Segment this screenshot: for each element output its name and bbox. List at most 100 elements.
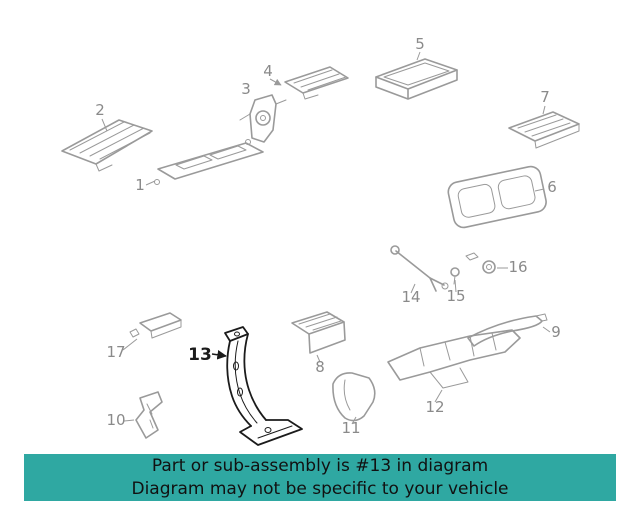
part-2-slats: [69, 121, 151, 160]
leader-5: [416, 51, 421, 61]
part-13-hole-2: [237, 387, 243, 397]
leader-1: [145, 180, 156, 186]
part-13-hole-3: [264, 427, 272, 433]
part-10-drawing: [135, 391, 163, 439]
part-7-drawing: [508, 111, 580, 149]
leader-9: [542, 326, 551, 333]
callout-12: 12: [425, 398, 444, 416]
part-14-rod: [395, 250, 431, 279]
part-12-drawing: [387, 329, 521, 389]
part-3-actuator: [255, 110, 271, 126]
part-8-drawing: [291, 311, 346, 354]
part-11-drawing: [332, 372, 376, 422]
part-15-head: [450, 267, 460, 277]
part-4-drawing: [284, 66, 349, 100]
callout-11: 11: [341, 419, 360, 437]
part-17-outline: [139, 312, 182, 332]
callout-15: 15: [446, 287, 465, 305]
part-4-outline: [284, 66, 349, 94]
part-1-drawing: [154, 142, 264, 185]
part-2-drawing: [61, 119, 153, 172]
callout-5: 5: [415, 35, 425, 53]
part-15-drawing: [450, 267, 460, 285]
part-1-slots: [175, 145, 247, 170]
callout-4: 4: [263, 62, 273, 80]
part-5-depth: [375, 69, 458, 100]
part-12-fin: [429, 367, 469, 389]
part-3-hole: [260, 115, 266, 121]
part-12-outline: [387, 329, 521, 381]
part-14-pin: [441, 282, 449, 290]
part-6-vent-left: [457, 183, 496, 218]
part-12-ribs: [419, 332, 497, 367]
part-4-slats: [293, 69, 347, 91]
part-11-inner: [343, 379, 351, 411]
part-14-fork: [429, 277, 445, 292]
disclaimer-banner: Part or sub-assembly is #13 in diagram D…: [24, 454, 616, 501]
callout-10: 10: [106, 411, 125, 429]
leader-4: [269, 78, 282, 86]
callout-3: 3: [241, 80, 251, 98]
leader-8: [316, 354, 321, 363]
callout-9: 9: [551, 323, 561, 341]
part-10-outline: [135, 391, 163, 439]
leader-10: [123, 419, 135, 422]
banner-line-2: Diagram may not be specific to your vehi…: [131, 478, 509, 499]
part-13-foot-line: [257, 425, 293, 439]
part-2-outline: [61, 119, 153, 165]
part-5-inner: [383, 62, 450, 86]
part-15-stem: [453, 275, 456, 285]
part-13-body-rib: [234, 340, 258, 424]
part-13-foot: [239, 419, 303, 446]
part-6-outline: [447, 165, 547, 229]
part-3-outline: [249, 94, 277, 143]
part-13-body-back: [243, 333, 267, 421]
part-8-depth: [308, 321, 346, 354]
part-4-tab: [302, 92, 319, 100]
callout-14: 14: [401, 288, 420, 306]
part-13-body-front: [226, 340, 252, 427]
part-7-depth: [534, 123, 580, 149]
callout-17: 17: [106, 343, 125, 361]
leader-17: [122, 338, 138, 351]
callout-2: 2: [95, 101, 105, 119]
part-13-drawing: [224, 326, 303, 446]
part-16-clip: [465, 252, 479, 261]
part-14-drawing: [390, 245, 449, 292]
leader-15: [454, 279, 457, 293]
part-17-drawing: [129, 312, 182, 339]
part-6-drawing: [447, 165, 547, 229]
part-17-clip: [129, 328, 140, 338]
part-11-outline: [332, 372, 376, 422]
part-13-flange-hole: [234, 331, 240, 337]
part-9-drawing: [467, 313, 548, 347]
part-8-hatch: [298, 313, 342, 331]
part-16-drawing: [465, 252, 496, 274]
part-7-outline: [508, 111, 580, 142]
leader-14: [410, 283, 416, 294]
part-5-drawing: [375, 58, 458, 100]
part-13-hole-1: [233, 361, 239, 371]
callout-1: 1: [135, 176, 145, 194]
part-9-outline: [467, 315, 543, 347]
part-3-arms: [239, 99, 287, 121]
leader-2: [101, 118, 108, 132]
callout-6: 6: [547, 178, 557, 196]
part-13-flange: [224, 326, 249, 342]
leader-7: [542, 105, 546, 115]
part-1-outline: [157, 142, 264, 180]
part-14-end: [390, 245, 400, 255]
leader-6: [534, 188, 545, 192]
part-6-vent-right: [497, 175, 536, 210]
part-16-grommet: [482, 260, 496, 274]
part-17-depth: [150, 319, 182, 339]
part-3-drawing: [239, 94, 287, 145]
callout-13: 13: [188, 345, 212, 365]
callout-8: 8: [315, 358, 325, 376]
callout-7: 7: [540, 88, 550, 106]
part-10-inner: [146, 403, 154, 429]
part-16-hole: [486, 264, 492, 270]
leader-13: [211, 350, 227, 360]
part-1-screw: [154, 179, 160, 185]
